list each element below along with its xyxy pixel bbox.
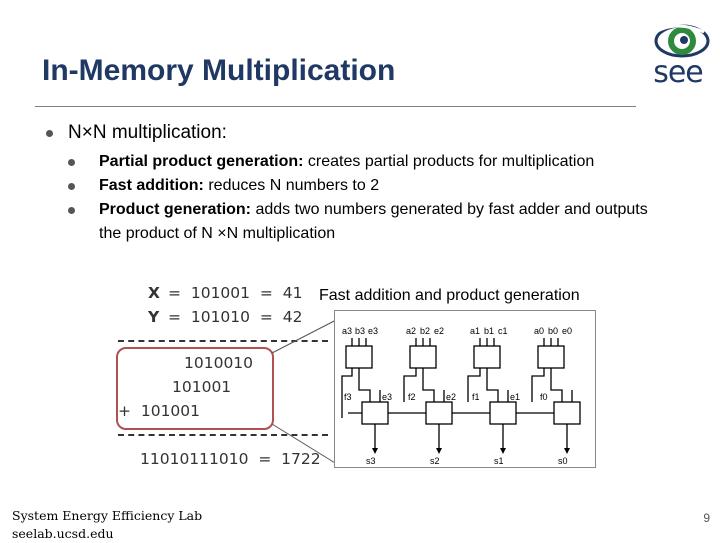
- bullet-sub-2: Fast addition: reduces N numbers to 2: [46, 174, 696, 198]
- output-label: s2: [430, 456, 440, 466]
- bullet-main-text: N×N multiplication:: [68, 122, 227, 143]
- input-label: b2: [420, 326, 430, 336]
- bullet-dot-icon: [46, 130, 53, 137]
- bullet-sub-2-text: reduces N numbers to 2: [203, 177, 380, 194]
- input-label: e2: [434, 326, 444, 336]
- bullet-sub-3: Product generation: adds two numbers gen…: [46, 198, 669, 246]
- title-divider: [35, 106, 636, 107]
- page-number: 9: [703, 511, 710, 525]
- partial-products-highlight: [116, 347, 274, 430]
- mid-label: e1: [510, 392, 520, 402]
- adder-diagram: a3 b3 e3 a2 b2 e2 a1 b1 c1 a0 b0 e0: [334, 310, 596, 468]
- bullet-main: N×N multiplication:: [46, 122, 696, 150]
- input-label: b1: [484, 326, 494, 336]
- input-label: a0: [534, 326, 544, 336]
- x-equation: = 101001 = 41: [168, 284, 303, 302]
- y-equation: = 101010 = 42: [168, 308, 303, 326]
- input-label: e3: [368, 326, 378, 336]
- bullet-sub-1-text: creates partial products for multiplicat…: [303, 153, 595, 170]
- bullet-dot-icon: [68, 207, 75, 214]
- bullet-sub-2-bold: Fast addition:: [99, 177, 204, 194]
- input-label: a3: [342, 326, 352, 336]
- slide-title: In-Memory Multiplication: [42, 54, 396, 87]
- mid-label: f3: [344, 392, 352, 402]
- mid-labels: f3 e3 f2 e2 f1 e1 f0: [344, 392, 548, 402]
- x-label: X: [148, 284, 160, 302]
- y-label: Y: [148, 308, 160, 326]
- bullet-sub-1: Partial product generation: creates part…: [46, 150, 696, 174]
- dashed-separator: [118, 340, 328, 342]
- footer-url: seelab.ucsd.edu: [12, 526, 114, 541]
- bullet-list: N×N multiplication: Partial product gene…: [46, 122, 696, 246]
- footer-lab-name: System Energy Efficiency Lab: [12, 508, 203, 523]
- input-label: a1: [470, 326, 480, 336]
- input-label: b0: [548, 326, 558, 336]
- input-label: c1: [498, 326, 508, 336]
- output-labels: s3 s2 s1 s0: [366, 456, 568, 466]
- output-label: s0: [558, 456, 568, 466]
- partial-product-2: 101001: [172, 378, 232, 396]
- top-input-labels: a3 b3 e3 a2 b2 e2 a1 b1 c1 a0 b0 e0: [342, 326, 572, 336]
- footer: System Energy Efficiency Lab seelab.ucsd…: [12, 507, 202, 543]
- partial-product-1: 1010010: [184, 354, 254, 372]
- diagram-title: Fast addition and product generation: [319, 287, 580, 304]
- dashed-separator: [118, 434, 328, 436]
- output-label: s3: [366, 456, 376, 466]
- input-label: e0: [562, 326, 572, 336]
- bullet-dot-icon: [68, 183, 75, 190]
- arrow-heads: [372, 448, 570, 454]
- mid-label: e3: [382, 392, 392, 402]
- eye-logo-icon: [654, 24, 710, 58]
- see-logo: see: [646, 22, 710, 92]
- bullet-sub-3-bold: Product generation:: [99, 201, 252, 218]
- partial-product-3: + 101001: [118, 402, 201, 420]
- bullet-sub-3-text: adds two numbers generated by fast adder…: [99, 201, 648, 242]
- output-label: s1: [494, 456, 504, 466]
- adder-wires: [341, 338, 581, 448]
- mid-label: f2: [408, 392, 416, 402]
- logo-text: see: [653, 55, 704, 90]
- input-label: b3: [355, 326, 365, 336]
- input-label: a2: [406, 326, 416, 336]
- mid-label: e2: [446, 392, 456, 402]
- mid-label: f1: [472, 392, 480, 402]
- product-result: 11010111010 = 1722: [140, 450, 321, 468]
- multiplication-example: X = 101001 = 41 Y = 101010 = 42 1010010 …: [118, 282, 328, 472]
- mid-label: f0: [540, 392, 548, 402]
- bullet-sub-1-bold: Partial product generation:: [99, 153, 304, 170]
- bullet-dot-icon: [68, 159, 75, 166]
